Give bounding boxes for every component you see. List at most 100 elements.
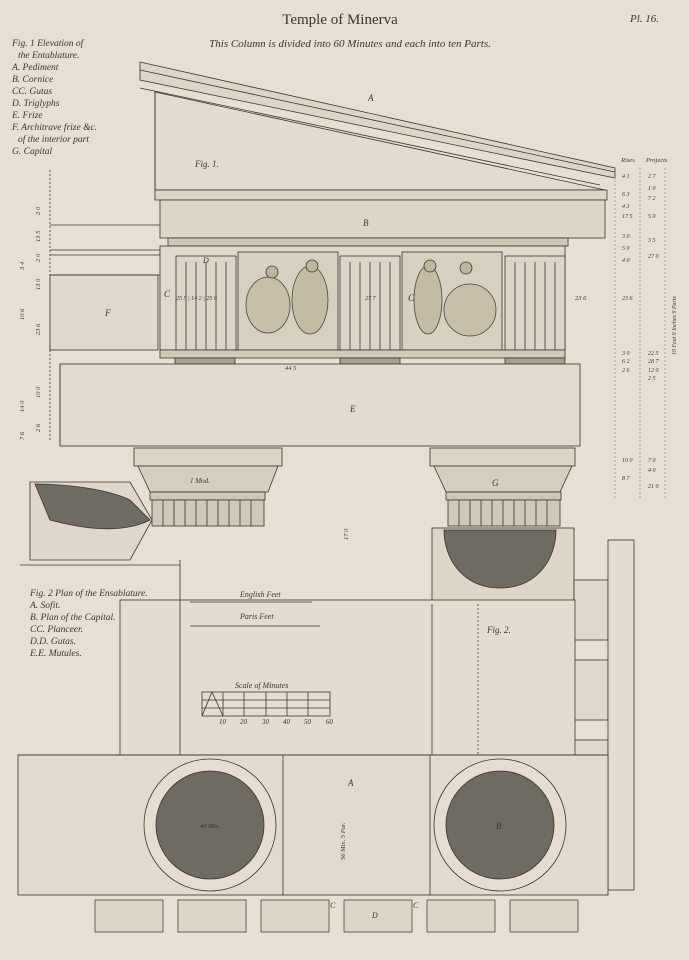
label-c-right: C: [408, 293, 415, 303]
fig1-legend-line: E. Frize: [11, 111, 43, 121]
rise-value: 2 6: [622, 368, 630, 374]
label-right-height: 23 6: [575, 295, 587, 302]
capital-echinus-right: [433, 465, 573, 493]
fig2-legend-line: A. Sofit.: [29, 600, 60, 611]
fig1-legend-line: Fig. 1 Elevation of: [11, 38, 85, 49]
plan-field: [119, 599, 576, 756]
regula-guttae: [504, 357, 566, 365]
fig1-elevation: [29, 61, 616, 561]
architrave: [59, 363, 581, 447]
fig1-legend-line: D. Triglyphs: [11, 99, 60, 109]
plan-capital-inner-right: [445, 770, 555, 880]
fig2-legend-line: D.D. Gutas.: [29, 637, 76, 647]
left-dimension: 13 0: [35, 278, 42, 290]
plate-subtitle: This Column is divided into 60 Minutes a…: [209, 38, 491, 50]
paris-feet-label: Paris Feet: [239, 612, 274, 621]
rise-value: 6 2: [622, 359, 630, 365]
left-dimension: 23 6: [35, 323, 42, 335]
label-one-mod: 1 Mod.: [190, 477, 210, 485]
left-dimension: 7 6: [19, 431, 26, 440]
rise-value: 10 0: [622, 458, 633, 464]
abacus-right: [429, 447, 576, 467]
capital-section-left-shade: [34, 483, 151, 530]
project-value: 27 0: [648, 254, 659, 260]
left-dimension: 2 0: [35, 206, 42, 215]
fig2-legend-line: B. Plan of the Capital.: [30, 612, 116, 623]
label-projects: Projects: [645, 157, 668, 164]
triglyph-center: [339, 255, 401, 351]
left-dimension-column: 2 0 13 5 2 0 3 4 13 0 10 6 23 6 10 0 14 …: [19, 206, 42, 440]
label-metope-dim: 27 7: [365, 296, 377, 302]
label-fifty-six-min: 56 Min. 5 Par.: [340, 822, 347, 860]
label-e-frize: E: [349, 404, 356, 414]
minutes-scale-title: Scale of Minutes: [235, 681, 288, 690]
capital-annulets-left: [149, 491, 266, 501]
rise-value: 3 0: [621, 234, 630, 240]
scale-bars: English Feet Paris Feet Scale of Minutes: [190, 590, 331, 717]
project-value: 21 0: [648, 484, 659, 490]
fig1-legend: Fig. 1 Elevation of the Entablature. A. …: [11, 38, 97, 157]
left-dimension: 10 0: [35, 386, 42, 398]
dimension-guide-lines: [614, 168, 666, 500]
project-value: 5 0: [648, 214, 656, 220]
gutta-row: [94, 899, 579, 933]
rise-value: 4 1: [622, 173, 630, 180]
fig1-legend-line: CC. Gutas: [12, 87, 52, 97]
regula-guttae: [339, 357, 401, 365]
interior-frieze-f: [49, 274, 159, 351]
label-d-plan: D: [371, 911, 378, 920]
rise-value: 6 3: [622, 192, 630, 198]
fig1-legend-line: of the interior part: [18, 134, 89, 145]
project-value: 2 5: [648, 376, 656, 382]
label-fig2: Fig. 2.: [486, 625, 511, 635]
rise-value: 4 3: [622, 203, 630, 210]
fig1-legend-line: F. Architrave frize &c.: [11, 122, 97, 133]
fig2-legend-line: CC. Planceer.: [30, 625, 83, 635]
label-capital-dim: 17 0: [343, 528, 350, 540]
rise-value: 17 5: [622, 214, 633, 220]
figure-labels: A Fig. 1. B D C C F E G 1 Mod. Rises Pro…: [104, 93, 678, 920]
regula-guttae: [174, 357, 236, 365]
rise-value: 3 0: [621, 351, 630, 357]
project-value: 28 7: [648, 359, 660, 365]
minute-tick-labels: 10 20 30 40 50 60: [219, 718, 334, 726]
project-value: 3 5: [647, 238, 656, 244]
plan-capital-inner-left: [155, 770, 265, 880]
label-f-interior: F: [104, 308, 111, 318]
label-forty-min: 40 Min.: [200, 823, 221, 830]
rise-value: 4 0: [622, 257, 630, 264]
label-a-plan: A: [347, 778, 354, 788]
triglyph-left: [175, 255, 237, 351]
fig1-legend-line: B. Cornice: [12, 75, 53, 85]
project-value: 7 2: [648, 196, 656, 202]
pediment-moulding: [139, 69, 616, 173]
taenia: [159, 349, 566, 359]
fig2-legend-line: Fig. 2 Plan of the Ensablature.: [29, 588, 148, 599]
fig2-legend: Fig. 2 Plan of the Ensablature. A. Sofit…: [29, 588, 148, 659]
project-value: 7 0: [648, 458, 656, 464]
left-dimension: 2 0: [35, 253, 42, 262]
rise-value: 8 7: [622, 476, 631, 482]
left-dimension: 14 0: [19, 400, 26, 412]
minute-tick: 50: [304, 718, 312, 726]
minute-tick: 40: [283, 718, 291, 726]
capital-annulets-right: [445, 491, 562, 501]
minute-tick: 10: [219, 718, 227, 726]
abacus-left: [133, 447, 283, 467]
label-c-plan-1: C: [330, 901, 336, 910]
label-bottom-dim: 44 5: [285, 365, 297, 372]
label-triglyph-dims: 25 5 | 14 2 | 25 0: [176, 295, 217, 302]
minute-tick: 20: [240, 718, 248, 726]
english-feet-label: English Feet: [239, 590, 281, 599]
label-g-capital: G: [492, 478, 499, 488]
project-value: 22 5: [648, 351, 659, 357]
label-fig1: Fig. 1.: [194, 159, 219, 169]
metope-right: [401, 251, 503, 351]
label-c-left: C: [164, 289, 171, 299]
label-side-note: 19 Feet 9 Inches 9 Parts: [672, 296, 678, 355]
rise-value: 23 6: [622, 296, 633, 302]
left-dimension: 10 6: [19, 308, 26, 320]
pediment-moulding: [139, 87, 601, 186]
fig2-plan: [17, 527, 635, 933]
